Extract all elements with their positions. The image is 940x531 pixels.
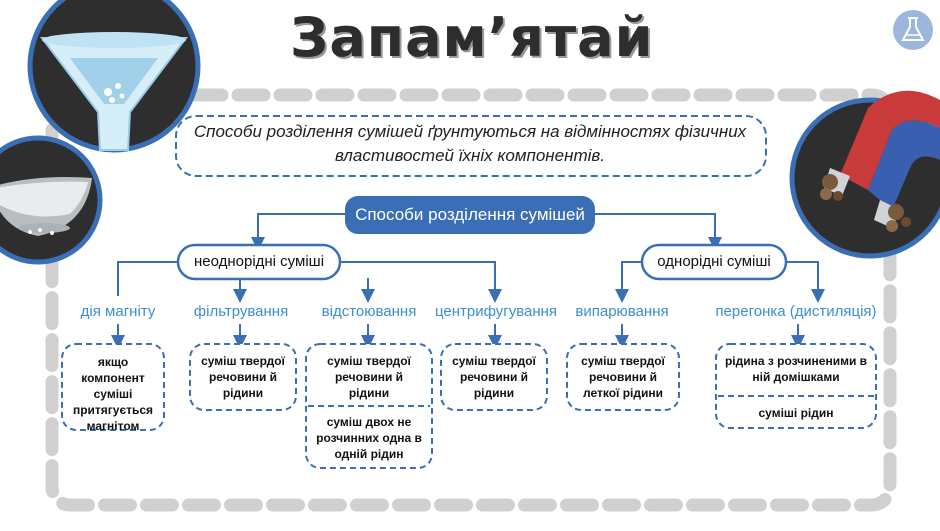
evaporating-dish-icon	[0, 135, 103, 265]
group-homogeneous: однорідні суміші	[657, 253, 771, 270]
hetero-pill-shape	[176, 243, 342, 281]
connectors	[111, 213, 825, 349]
method-settling: відстоювання	[321, 303, 417, 320]
connector-homo-right	[786, 261, 825, 303]
desc-box-magnet	[61, 343, 165, 431]
desc-filtration: суміш твердої речовини й рідини	[201, 354, 285, 400]
homo-pill-shape	[640, 243, 788, 281]
desc-box-centrifugation	[440, 343, 548, 411]
desc-box-distillation	[715, 343, 877, 429]
horseshoe-magnet-icon	[789, 90, 940, 259]
flask-icon	[893, 10, 933, 50]
intro-box	[175, 115, 767, 177]
method-distillation: перегонка (дистиляція)	[715, 303, 877, 320]
method-evaporation: випарювання	[575, 303, 669, 320]
corner-flask-button[interactable]	[893, 10, 933, 50]
group-heterogeneous: неоднорідні суміші	[193, 253, 325, 270]
connector-homo-left	[615, 261, 642, 303]
desc-centrifugation: суміш твердої речовини й рідини	[452, 354, 536, 400]
main-node-label: Способи розділення сумішей	[355, 205, 585, 224]
desc-settling-1: суміш твердої речовини й рідини	[327, 354, 411, 400]
desc-evaporation: суміш твердої речовини й леткої рідини	[581, 354, 665, 400]
method-filtration: фільтрування	[193, 303, 289, 320]
intro-text: Способи розділення сумішей ґрунтуються н…	[193, 122, 747, 165]
connector-main-right	[595, 213, 722, 251]
desc-settling-2: суміш двох не розчинних одна в одній рід…	[316, 415, 422, 461]
method-centrifugation: центрифугування	[434, 303, 558, 320]
desc-box-evaporation	[566, 343, 680, 411]
funnel-icon	[27, 0, 201, 153]
desc-box-filtration	[189, 343, 297, 411]
page-title: Запам’ятай	[290, 6, 654, 69]
desc-magnet: якщо компонент суміші притягується магні…	[72, 355, 154, 433]
method-magnet: дія магніту	[80, 303, 156, 320]
desc-distillation-2: суміші рідин	[758, 406, 834, 420]
desc-distillation-1: рідина з розчиненими в ній домішками	[724, 354, 868, 384]
main-node-shape	[345, 196, 595, 234]
slide-frame	[45, 88, 897, 512]
connector-main-left	[251, 213, 345, 251]
